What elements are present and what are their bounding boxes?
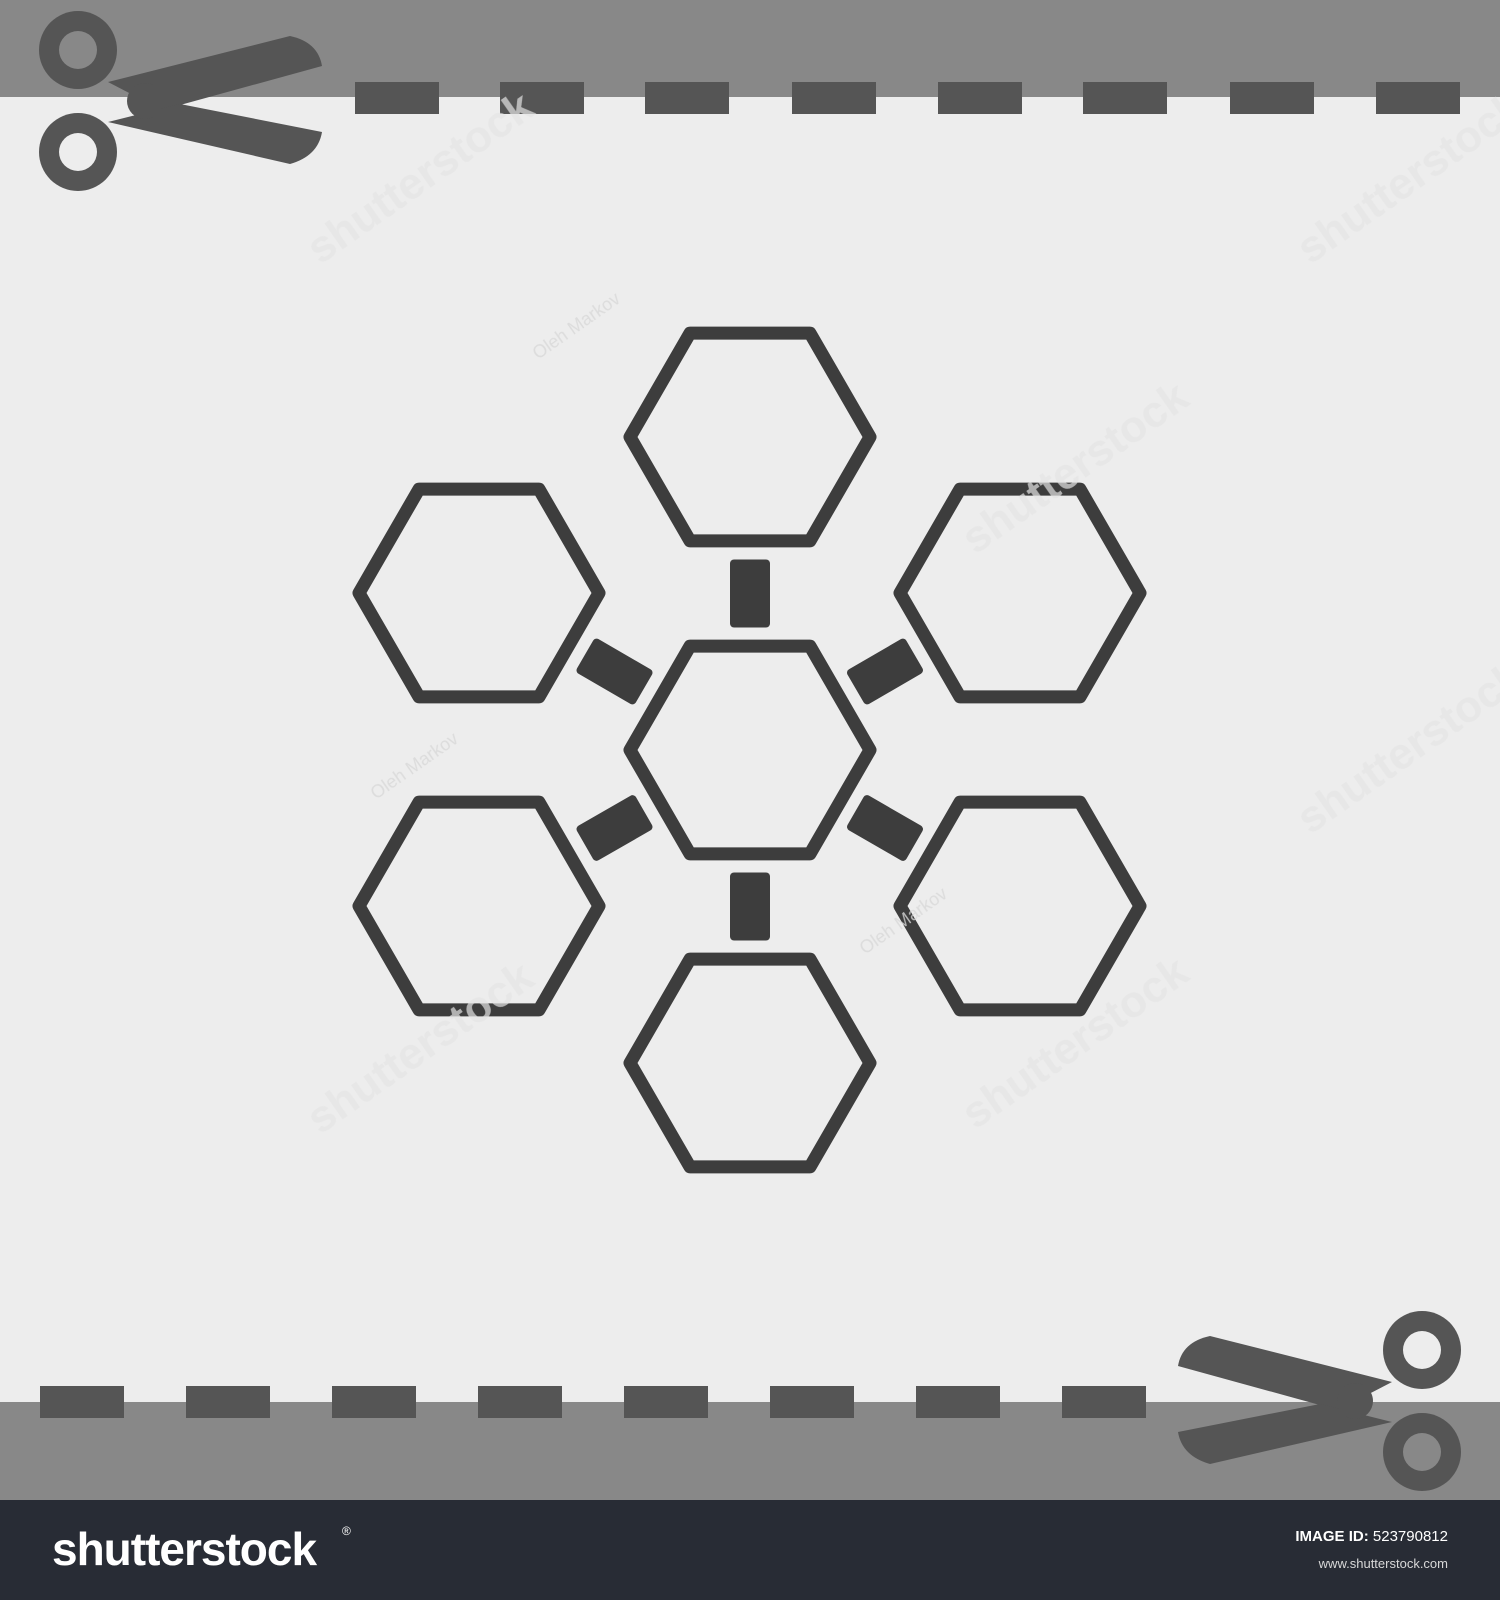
scissors-icon — [39, 11, 322, 191]
connector-top — [730, 559, 770, 628]
cut-dash — [355, 82, 439, 114]
connector-lower-right — [847, 795, 923, 861]
hexagon-upper-left — [352, 482, 606, 704]
registered-mark: ® — [342, 1524, 351, 1538]
cut-dash — [1083, 82, 1167, 114]
site-url[interactable]: www.shutterstock.com — [1318, 1556, 1448, 1571]
hexagon-bottom — [623, 952, 877, 1174]
cut-dash — [40, 1386, 124, 1418]
cut-dash — [500, 82, 584, 114]
image-id-label: IMAGE ID: — [1295, 1528, 1369, 1545]
connector-bottom — [730, 872, 770, 941]
watermark-author-text: Oleh Markov — [367, 728, 462, 803]
cut-dash — [792, 82, 876, 114]
cut-dash — [916, 1386, 1000, 1418]
image-id-row: IMAGE ID: 523790812 — [1295, 1528, 1448, 1545]
scissors-icon — [1178, 1311, 1461, 1491]
cut-dash — [186, 1386, 270, 1418]
image-id-value: 523790812 — [1372, 1528, 1448, 1545]
connector-lower-left — [576, 795, 653, 861]
hexagon-lower-left — [352, 795, 606, 1017]
footer-brand-logo[interactable]: shutterstock — [52, 1523, 317, 1575]
connector-upper-right — [847, 638, 923, 705]
hexagon-lower-right — [893, 795, 1147, 1017]
cut-dash — [332, 1386, 416, 1418]
top-cut-line — [355, 82, 1460, 114]
hexagon-upper-right — [893, 482, 1147, 704]
cut-dash — [645, 82, 729, 114]
watermark-text: shutterstock — [1288, 651, 1500, 843]
cut-dash — [1230, 82, 1314, 114]
cut-dash — [938, 82, 1022, 114]
cut-dash — [478, 1386, 562, 1418]
hexagon-center — [623, 639, 877, 861]
bottom-cut-line — [40, 1386, 1146, 1418]
footer-bar: shutterstock ® IMAGE ID: 523790812 www.s… — [0, 1500, 1500, 1600]
hexagon-network — [352, 326, 1147, 1174]
diagram-canvas: shutterstock shutterstock shutterstock s… — [0, 0, 1500, 1500]
cut-dash — [624, 1386, 708, 1418]
watermark-author-text: Oleh Markov — [529, 288, 624, 363]
cut-dash — [1376, 82, 1460, 114]
cut-dash — [1062, 1386, 1146, 1418]
connector-upper-left — [576, 638, 653, 705]
hexagon-top — [623, 326, 877, 548]
cut-dash — [770, 1386, 854, 1418]
